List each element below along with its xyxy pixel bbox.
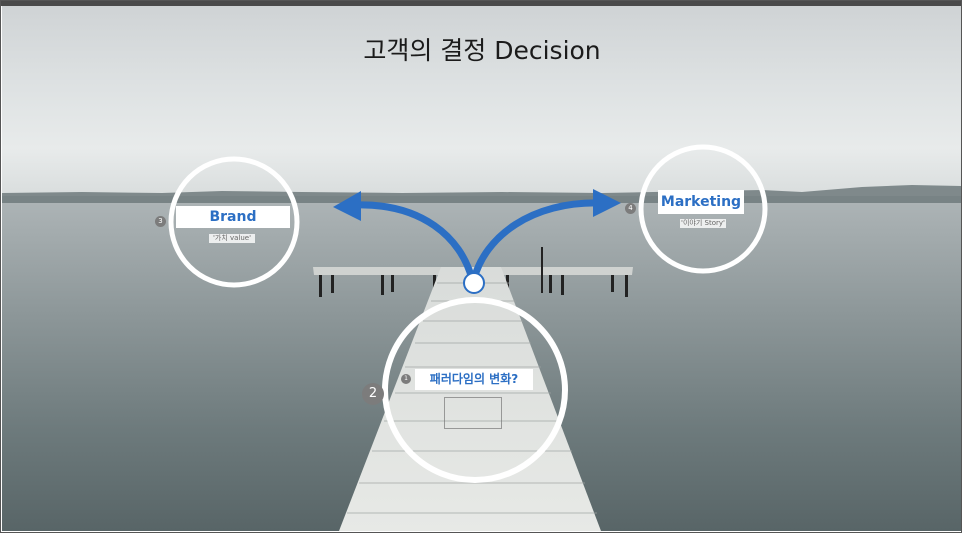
paradigm-label[interactable]: 패러다임의 변화? [415,369,533,390]
step-4-badge[interactable]: 4 [625,203,636,214]
page-title: 고객의 결정 Decision [301,31,663,67]
step-1-badge[interactable]: 1 [401,374,411,384]
center-hub[interactable] [463,272,485,294]
marketing-sub-label[interactable]: '이야기 Story' [680,219,726,228]
marketing-label[interactable]: Marketing [658,190,744,214]
step-2-badge[interactable]: 2 [362,383,384,405]
paradigm-sub-frame[interactable] [444,397,502,429]
brand-sub-label[interactable]: '가치 value' [209,234,255,243]
step-3-badge[interactable]: 3 [155,216,166,227]
brand-label[interactable]: Brand [176,206,290,228]
